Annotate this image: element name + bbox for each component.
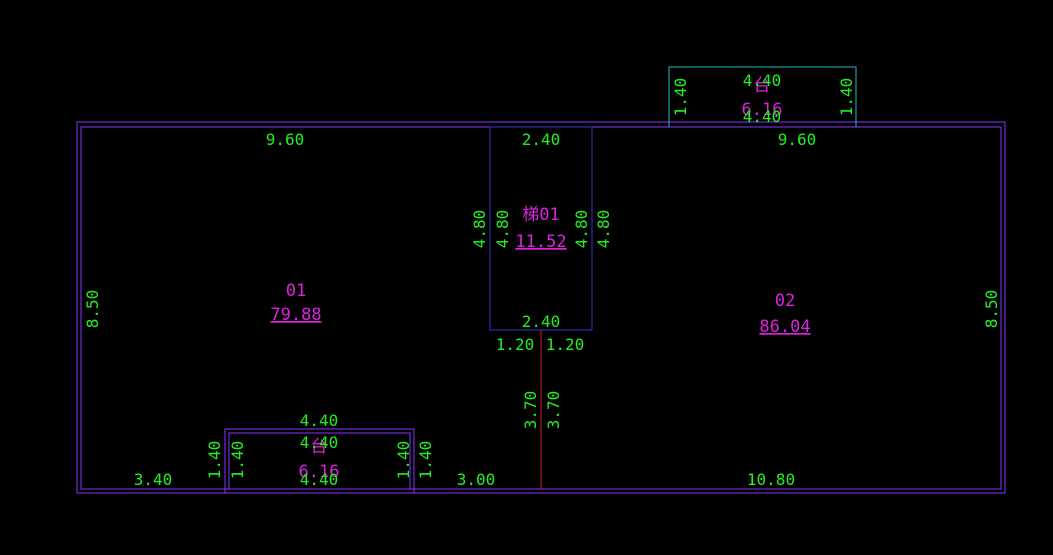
dim-balcony-bottom-left-outer: 1.40	[205, 441, 224, 480]
balcony-top-area: 6.16	[742, 100, 783, 120]
room-02-name: 02	[775, 291, 795, 311]
dim-balcony-bottom-width-bottom: 4.40	[300, 470, 339, 489]
dim-balcony-top-width-top: 4.40	[743, 71, 782, 90]
dim-stair-right-inner: 4.80	[572, 210, 591, 249]
dim-bottom-mid: 3.00	[457, 470, 496, 489]
balcony-bottom-name: 台	[311, 437, 328, 457]
dim-top-right: 9.60	[778, 130, 817, 149]
balcony-bottom-area: 6.16	[299, 462, 340, 482]
dim-balcony-bottom-left-inner: 1.40	[228, 441, 247, 480]
dim-bottom-right: 10.80	[747, 470, 795, 489]
balcony-top-name: 台	[754, 76, 771, 96]
dim-stair-top: 2.40	[522, 130, 561, 149]
dim-corridor-left: 1.20	[496, 335, 535, 354]
dim-balcony-bottom-right-outer: 1.40	[416, 441, 435, 480]
dim-balcony-top-left: 1.40	[671, 78, 690, 117]
dim-top-left: 9.60	[266, 130, 305, 149]
dim-corridor-right: 1.20	[546, 335, 585, 354]
dim-axis-left: 3.70	[521, 391, 540, 430]
dim-balcony-bottom-right-inner: 1.40	[394, 441, 413, 480]
room-01-area: 79.88	[270, 305, 321, 325]
dim-stair-left-inner: 4.80	[493, 210, 512, 249]
balcony-top-outline	[668, 66, 857, 127]
dim-right-height: 8.50	[982, 290, 1001, 329]
dim-stair-bottom: 2.40	[522, 312, 561, 331]
dim-axis-right: 3.70	[544, 391, 563, 430]
dim-left-height: 8.50	[83, 290, 102, 329]
room-01-name: 01	[286, 281, 306, 301]
dim-stair-left-outer: 4.80	[470, 210, 489, 249]
balcony-bottom-inner	[228, 432, 411, 490]
dim-bottom-left: 3.40	[134, 470, 173, 489]
dim-stair-right-outer: 4.80	[594, 210, 613, 249]
building-outline-outer	[76, 121, 1006, 494]
dim-balcony-top-width-bottom: 4.40	[743, 107, 782, 126]
dim-balcony-bottom-width-inner: 4.40	[300, 433, 339, 452]
dim-balcony-top-right: 1.40	[837, 78, 856, 117]
balcony-bottom-outer	[224, 428, 415, 494]
stair-01-name: 梯01	[522, 205, 559, 225]
stair-01-area: 11.52	[515, 232, 566, 252]
dim-balcony-bottom-width-outer: 4.40	[300, 411, 339, 430]
room-02-area: 86.04	[759, 317, 810, 337]
